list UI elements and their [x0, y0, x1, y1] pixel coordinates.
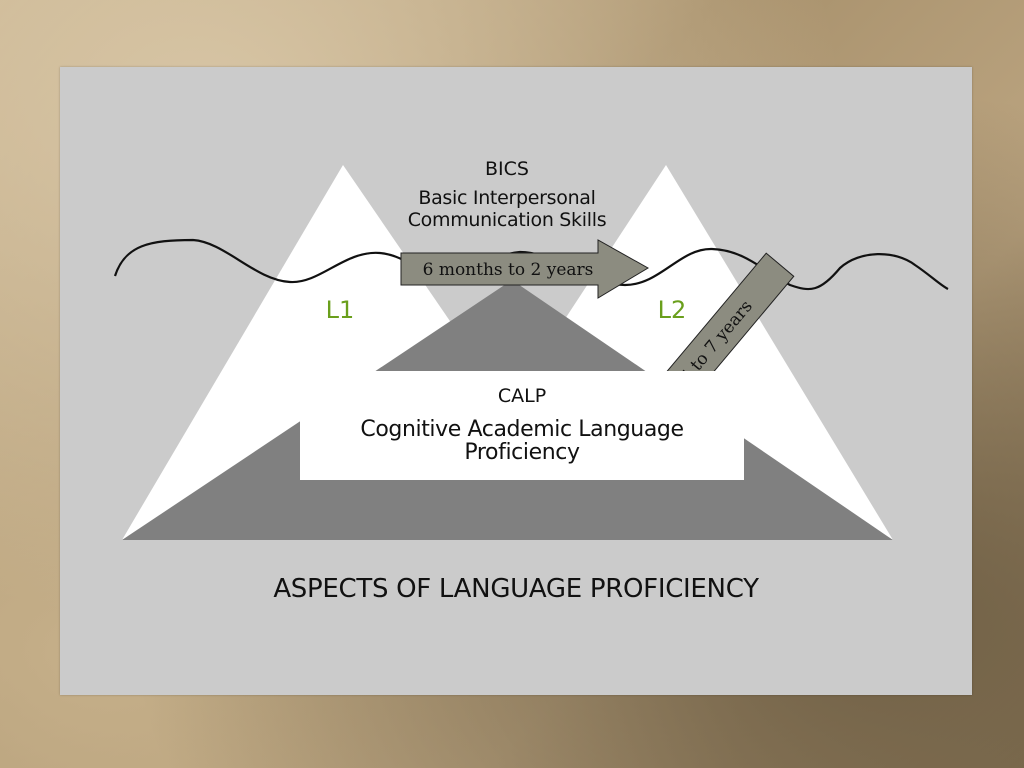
bics-timeframe-arrow [400, 239, 649, 299]
l1-label: L1 [325, 296, 355, 324]
diagram-title: ASPECTS OF LANGUAGE PROFICIENCY [273, 574, 759, 604]
bics-full-name: Basic Interpersonal Communication Skills [407, 187, 607, 231]
bics-timeframe-label: 6 months to 2 years [423, 260, 594, 280]
calp-box [300, 371, 744, 480]
l2-label: L2 [657, 296, 687, 324]
calp-full-name: Cognitive Academic Language Proficiency [360, 417, 684, 465]
calp-abbreviation: CALP [497, 385, 547, 407]
bics-abbreviation: BICS [485, 158, 529, 180]
